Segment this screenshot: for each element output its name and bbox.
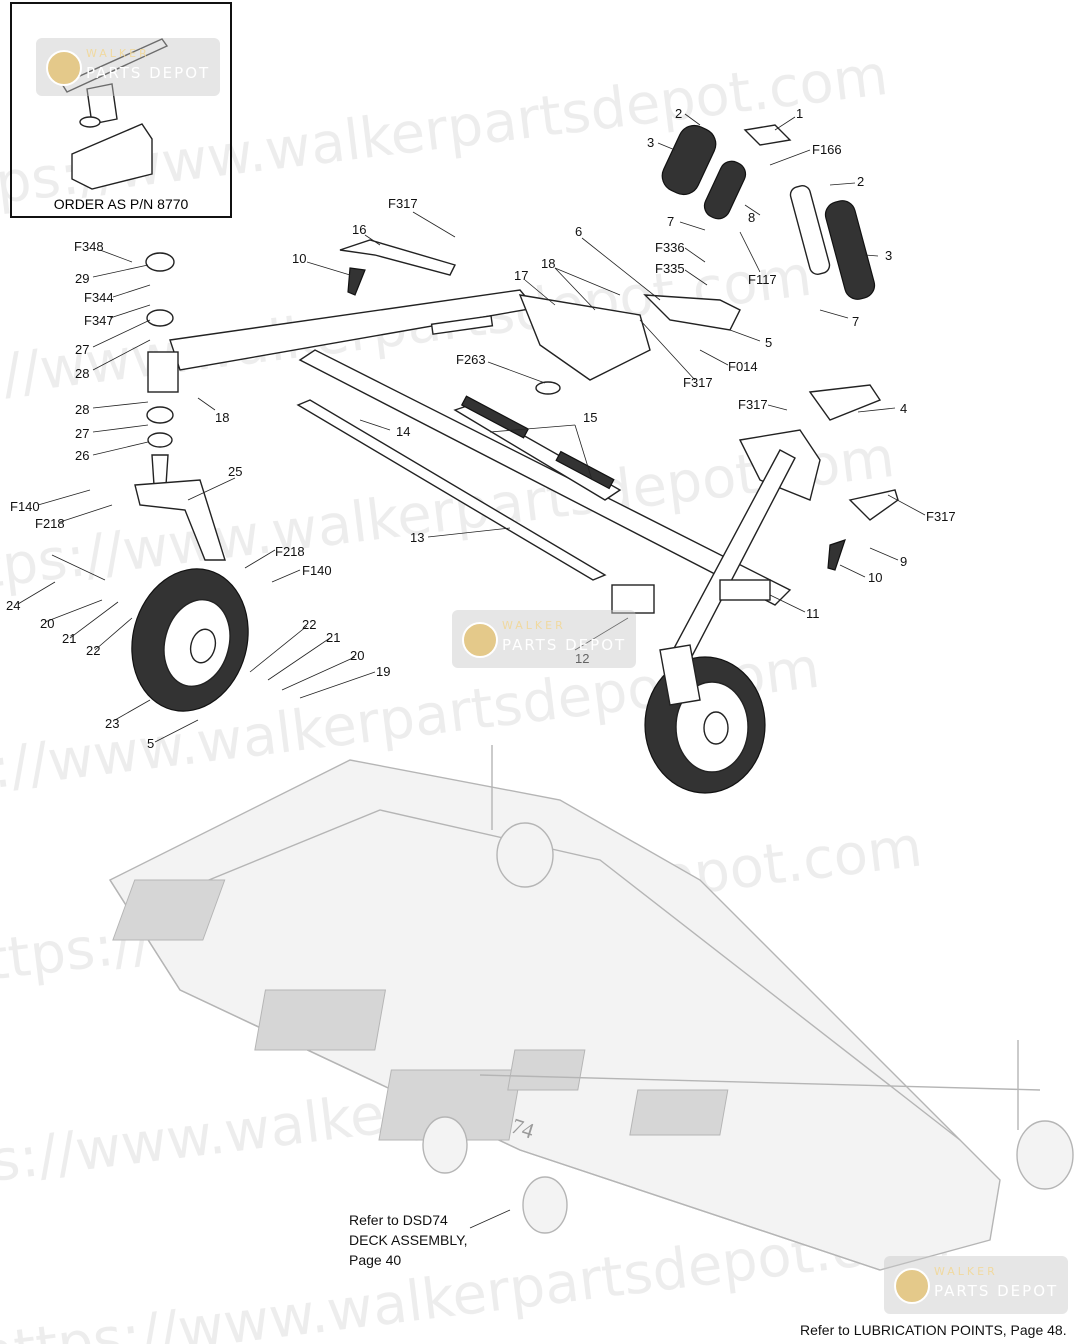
callout-label: 17 [514,268,528,283]
callout-label: F317 [388,196,418,211]
callout-label: 20 [350,648,364,663]
callout-label: F344 [84,290,114,305]
callout-label: 5 [147,736,154,751]
callout-label: 25 [228,464,242,479]
callout-label: 26 [75,448,89,463]
callout-label: 28 [75,402,89,417]
callout-label: 6 [575,224,582,239]
callout-label: F140 [10,499,40,514]
callout-label: 10 [292,251,306,266]
callout-label: 21 [326,630,340,645]
callout-label: F317 [683,375,713,390]
leader-lines [17,113,926,1229]
walker-logo-icon [46,50,82,86]
callout-label: 2 [857,174,864,189]
carrier-frame [169,289,821,661]
callout-label: F335 [655,261,685,276]
callout-label: F347 [84,313,114,328]
callout-label: 20 [40,616,54,631]
callout-label: 11 [806,606,820,621]
callout-label: F336 [655,240,685,255]
callout-label: 4 [900,401,907,416]
callout-labels: 1 2 3 F166 2 3 8 F117 7 7 F336 F335 5 F0… [6,106,956,751]
mower-deck-background: 74 [108,745,1074,1271]
callout-label: F218 [35,516,65,531]
callout-label: 10 [868,570,882,585]
callout-label: 12 [575,651,589,666]
lift-bracket-illustration [60,38,169,190]
watermark-badge: WALKER PARTS DEPOT [884,1256,1068,1314]
callout-label: 14 [396,424,410,439]
walker-logo-icon [894,1268,930,1304]
callout-label: F218 [275,544,305,559]
lubrication-reference-note: Refer to LUBRICATION POINTS, Page 48. [800,1322,1067,1338]
callout-label: F263 [456,352,486,367]
callout-label: 16 [352,222,366,237]
callout-label: F348 [74,239,104,254]
callout-label: 22 [86,643,100,658]
callout-label: 18 [541,256,555,271]
callout-label: 22 [302,617,316,632]
callout-label: 27 [75,426,89,441]
callout-label: 21 [62,631,76,646]
callout-label: F317 [926,509,956,524]
callout-label: 9 [900,554,907,569]
callout-label: 5 [765,335,772,350]
callout-label: 15 [583,410,597,425]
deck-reference-note: Refer to DSD74 DECK ASSEMBLY, Page 40 [349,1212,468,1268]
hardware [51,239,899,581]
callout-label: 7 [852,314,859,329]
watermark-badge: WALKER PARTS DEPOT [452,610,636,668]
callout-label: 8 [748,210,755,225]
callout-label: 3 [885,248,892,263]
callout-label: 23 [105,716,119,731]
walker-logo-icon [462,622,498,658]
callout-label: 19 [376,664,390,679]
springs-and-sleeves [661,124,876,300]
callout-label: F014 [728,359,758,374]
callout-label: F117 [748,272,777,287]
callout-label: F140 [302,563,332,578]
callout-label: 2 [675,106,682,121]
caster-wheels [131,568,766,794]
callout-label: 7 [667,214,674,229]
callout-label: 1 [796,106,803,121]
callout-label: F166 [812,142,842,157]
callout-label: 24 [6,598,20,613]
callout-label: F317 [738,397,768,412]
watermark-badge: WALKER PARTS DEPOT [36,38,220,96]
callout-label: 27 [75,342,89,357]
inset-box: ORDER AS P/N 8770 [10,2,232,218]
callout-label: 29 [75,271,89,286]
inset-caption: ORDER AS P/N 8770 [53,196,189,212]
callout-label: 3 [647,135,654,150]
callout-label: 28 [75,366,89,381]
callout-label: 13 [410,530,424,545]
callout-label: 18 [215,410,229,425]
